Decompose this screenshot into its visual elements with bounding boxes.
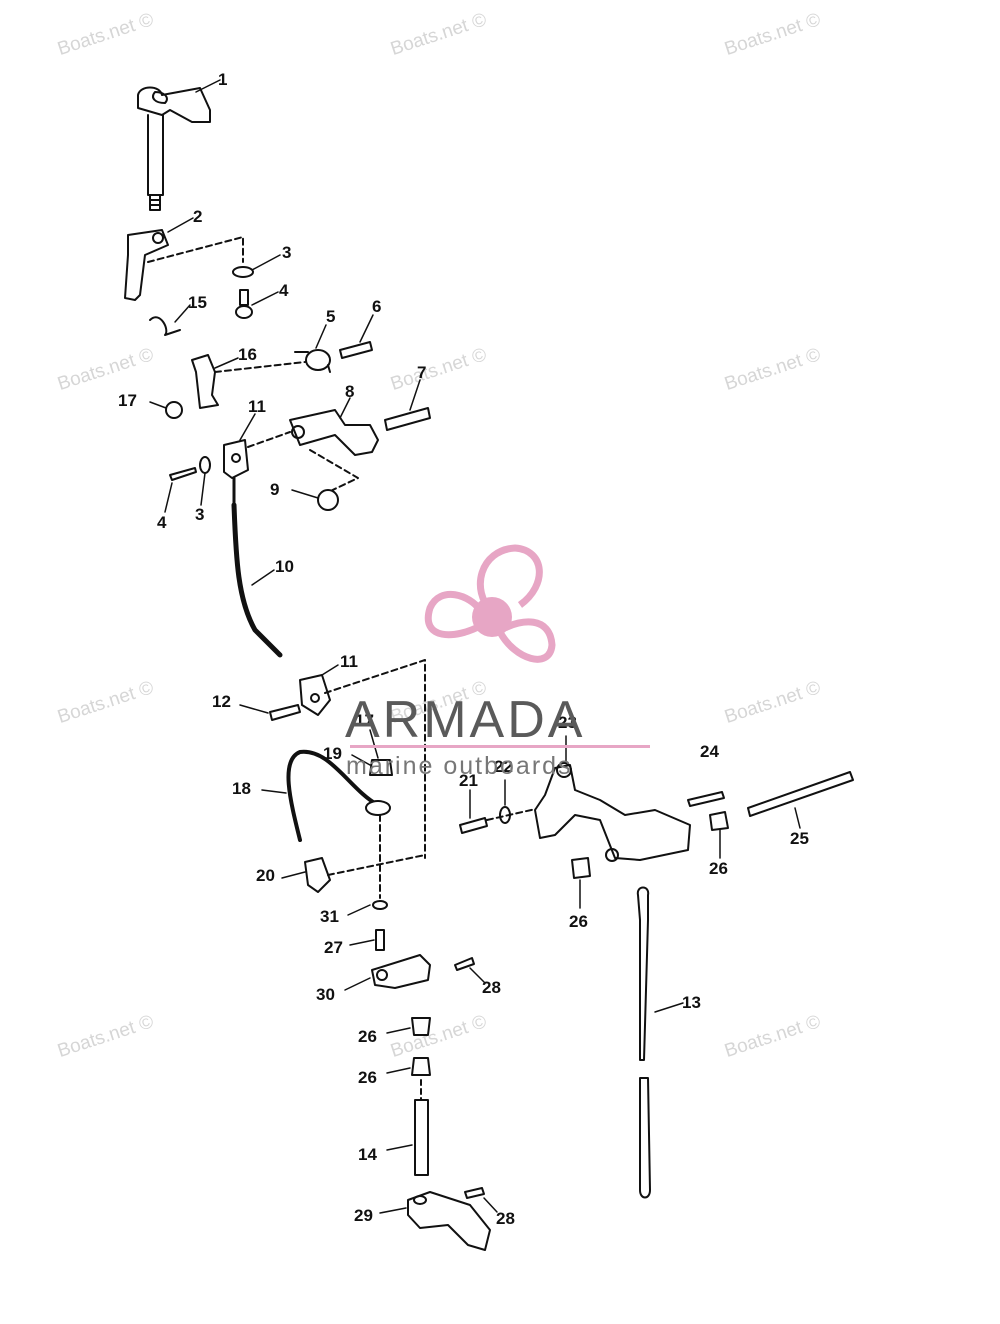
callout: 10 <box>275 557 294 576</box>
callout: 28 <box>496 1209 515 1228</box>
part-26-bushing <box>571 857 591 879</box>
part-18-cable <box>286 749 380 842</box>
part-26-bushing <box>411 1017 431 1036</box>
part-1-shift-shaft <box>137 86 211 211</box>
callout: 27 <box>324 938 343 957</box>
part-9-nut <box>317 489 339 511</box>
part-3-washer <box>199 456 211 474</box>
part-29-lever <box>407 1191 491 1251</box>
part-28-pin <box>454 957 475 971</box>
callout: 12 <box>212 692 231 711</box>
callout: 28 <box>482 978 501 997</box>
callout: 13 <box>682 993 701 1012</box>
callout: 14 <box>358 1145 377 1164</box>
callout: 6 <box>372 297 381 316</box>
callout: 26 <box>569 912 588 931</box>
callout: 4 <box>279 281 289 300</box>
part-30-lever <box>371 954 431 989</box>
callout: 17 <box>118 391 137 410</box>
callout: 26 <box>358 1027 377 1046</box>
callout: 8 <box>345 382 354 401</box>
part-6-screw <box>339 341 373 359</box>
part-17-nut <box>165 401 183 419</box>
part-11-lower-fitting <box>299 674 331 716</box>
part-27-pin <box>375 929 385 951</box>
part-15-clip <box>149 316 181 336</box>
callout: 9 <box>270 480 279 499</box>
part-12-screw <box>269 704 301 721</box>
callout: 24 <box>700 742 719 761</box>
callout: 4 <box>157 513 167 532</box>
callout: 5 <box>326 307 335 326</box>
callout: 1 <box>218 70 227 89</box>
part-4-screw <box>235 289 253 319</box>
callout: 11 <box>248 397 266 416</box>
part-26-bushing <box>709 811 729 831</box>
callout: 18 <box>232 779 251 798</box>
part-21-screw <box>459 817 488 834</box>
callout: 23 <box>558 713 577 732</box>
callout: 16 <box>238 345 257 364</box>
callout: 31 <box>320 907 339 926</box>
part-28-pin <box>464 1187 485 1199</box>
part-8-lever <box>289 409 379 456</box>
part-4-screw <box>169 467 197 481</box>
callout-labels: 1 2 3 4 15 5 6 16 17 7 8 11 3 4 9 10 11 … <box>118 70 809 1228</box>
brand-tagline: marine outboards <box>346 752 573 780</box>
callout: 30 <box>316 985 335 1004</box>
part-13-link-rod <box>636 886 651 1199</box>
callout: 26 <box>358 1068 377 1087</box>
callout: 20 <box>256 866 275 885</box>
brand-name: ARMADA <box>345 691 586 749</box>
callout: 2 <box>193 207 202 226</box>
callout: 17 <box>355 711 374 730</box>
part-10-rod <box>231 502 283 658</box>
part-19-fitting <box>369 759 393 776</box>
callout: 15 <box>188 293 207 312</box>
callout: 3 <box>282 243 291 262</box>
part-7-stud <box>384 407 431 431</box>
callout: 25 <box>790 829 809 848</box>
part-31-washer <box>372 900 388 910</box>
part-3-washer <box>232 266 254 278</box>
callout: 7 <box>417 363 426 382</box>
brand-divider <box>350 745 650 748</box>
part-2-bracket <box>124 229 169 301</box>
part-20-bushing <box>304 857 331 893</box>
callout: 19 <box>323 744 342 763</box>
callout: 21 <box>459 771 478 790</box>
callout: 29 <box>354 1206 373 1225</box>
part-23-lever-assembly <box>534 762 691 862</box>
part-25-shaft <box>747 771 854 817</box>
callout: 22 <box>494 757 513 776</box>
propeller-logo-icon <box>424 544 556 663</box>
part-14-shaft <box>414 1099 429 1176</box>
callout: 3 <box>195 505 204 524</box>
callout: 26 <box>709 859 728 878</box>
part-26-bushing <box>411 1057 431 1076</box>
part-11-upper-fitting <box>223 439 249 479</box>
part-24-pin <box>687 791 725 807</box>
part-5-spring <box>294 349 331 373</box>
part-16-lever <box>191 354 219 409</box>
callout: 11 <box>340 652 358 671</box>
